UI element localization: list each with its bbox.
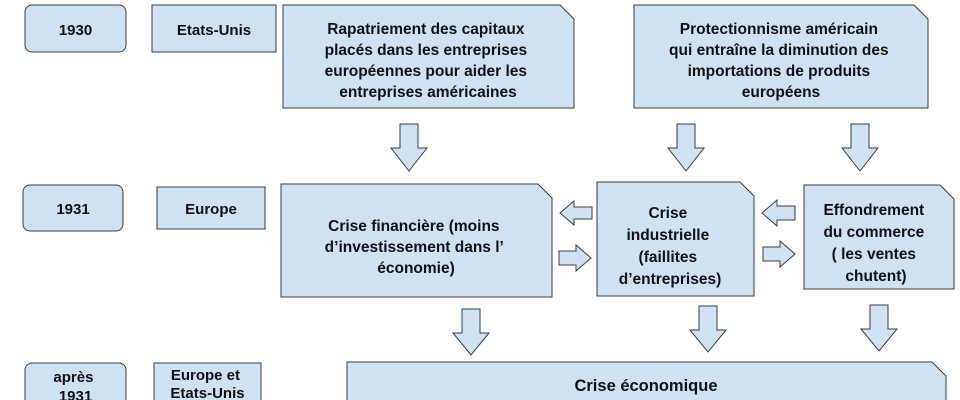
place-europe-et-etats-unis-box bbox=[153, 362, 262, 400]
down-arrow-protectionnisme-right-icon bbox=[840, 123, 880, 172]
crise-industrielle-box bbox=[596, 181, 755, 297]
year-apres-1931-label: après 1931 bbox=[53, 369, 97, 400]
place-europe-box bbox=[156, 186, 266, 230]
right-arrow-to-effondrement-icon bbox=[762, 239, 796, 269]
protectionnisme-box bbox=[633, 4, 929, 109]
year-1930-box bbox=[24, 4, 127, 53]
crise-economique-box bbox=[346, 361, 947, 400]
left-arrow-to-financiere-icon bbox=[559, 199, 593, 227]
year-1930-label: 1930 bbox=[59, 22, 92, 39]
crise-financiere-box bbox=[280, 183, 553, 298]
protectionnisme-label: Protectionnisme américain qui entraîne l… bbox=[669, 21, 893, 101]
year-1931-label: 1931 bbox=[56, 201, 89, 218]
effondrement-label: Effondrement du commerce ( les ventes ch… bbox=[823, 202, 928, 285]
crise-economique-label: Crise économique bbox=[574, 377, 717, 395]
rapatriement-box bbox=[282, 4, 575, 109]
down-arrow-rapatriement-icon bbox=[389, 123, 429, 172]
place-etats-unis-label: Etats-Unis bbox=[177, 22, 251, 39]
down-arrow-financiere-icon bbox=[451, 308, 491, 356]
down-arrow-effondrement-icon bbox=[859, 304, 899, 352]
year-apres-1931-box bbox=[24, 362, 127, 400]
effondrement-box bbox=[803, 184, 955, 290]
crise-industrielle-label: Crise industrielle (faillites d’entrepri… bbox=[619, 205, 722, 288]
left-arrow-to-industrielle-icon bbox=[761, 198, 796, 228]
crise-financiere-label: Crise financière (moins d’investissement… bbox=[325, 218, 508, 277]
place-europe-et-etats-unis-label: Europe et Etats-Unis bbox=[170, 367, 244, 400]
down-arrow-protectionnisme-left-icon bbox=[666, 123, 706, 172]
place-europe-label: Europe bbox=[185, 201, 237, 218]
down-arrow-industrielle-icon bbox=[688, 305, 728, 353]
place-etats-unis-box bbox=[151, 4, 277, 53]
right-arrow-to-industrielle-icon bbox=[558, 243, 592, 273]
rapatriement-label: Rapatriement des capitaux placés dans le… bbox=[325, 21, 532, 101]
year-1931-box bbox=[22, 184, 124, 232]
